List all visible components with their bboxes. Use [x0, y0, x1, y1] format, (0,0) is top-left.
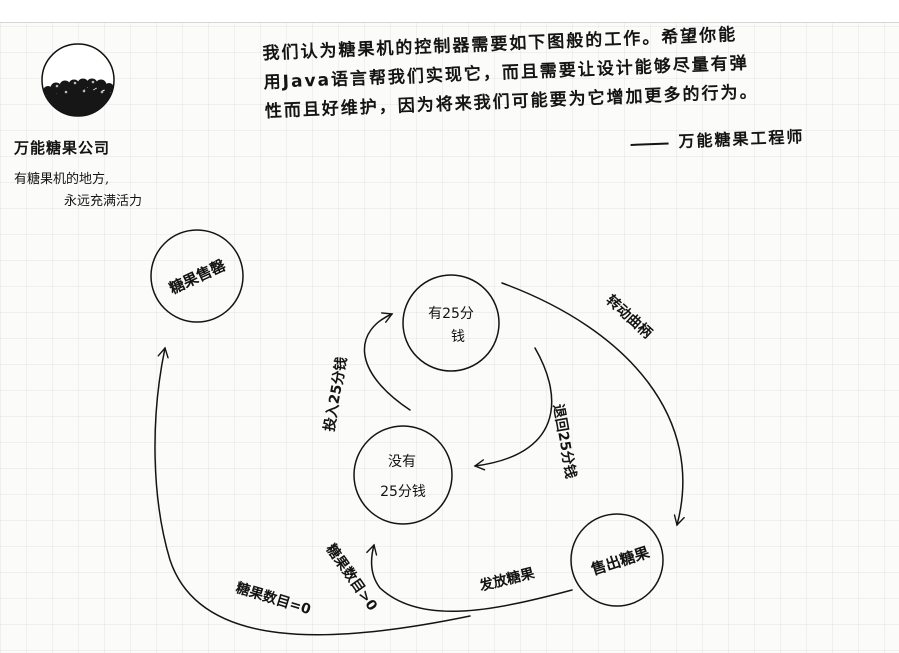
arrow-dispense-count-positive [366, 543, 573, 613]
arrow-dispense-count-zero [154, 346, 471, 636]
slogan-line-2: 永远充满活力 [64, 194, 143, 209]
transition-count-zero-label: 糖果数目=0 [234, 579, 313, 618]
transition-dispense-label: 发放糖果 [477, 564, 537, 595]
arrow-insert-quarter [363, 312, 411, 411]
transition-turn-crank-label: 转动曲柄 [603, 292, 656, 342]
state-sold-circle [570, 513, 664, 607]
state-sold-label: 售出糖果 [589, 543, 653, 579]
state-no-quarter-label-1: 没有 [388, 454, 416, 470]
transition-insert-quarter-label: 投入25分钱 [321, 356, 351, 433]
company-name: 万能糖果公司 [14, 139, 111, 157]
arrow-turn-crank [501, 282, 685, 527]
gumball-machine-logo [41, 43, 115, 117]
state-no-quarter-circle [353, 425, 453, 525]
page-top-edge [0, 0, 899, 23]
state-has-quarter-circle [402, 274, 500, 372]
transition-eject-quarter-label: 退回25分钱 [550, 403, 580, 480]
slogan-line-1: 有糖果机的地方, [14, 172, 110, 187]
state-has-quarter-label-2: 钱 [451, 329, 465, 345]
arrow-eject-quarter [473, 347, 553, 471]
state-no-quarter-label-2: 25分钱 [380, 484, 426, 500]
state-sold-out-circle [150, 229, 244, 323]
state-sold-out-label: 糖果售罄 [166, 256, 228, 298]
state-has-quarter-label-1: 有25分 [428, 306, 474, 322]
